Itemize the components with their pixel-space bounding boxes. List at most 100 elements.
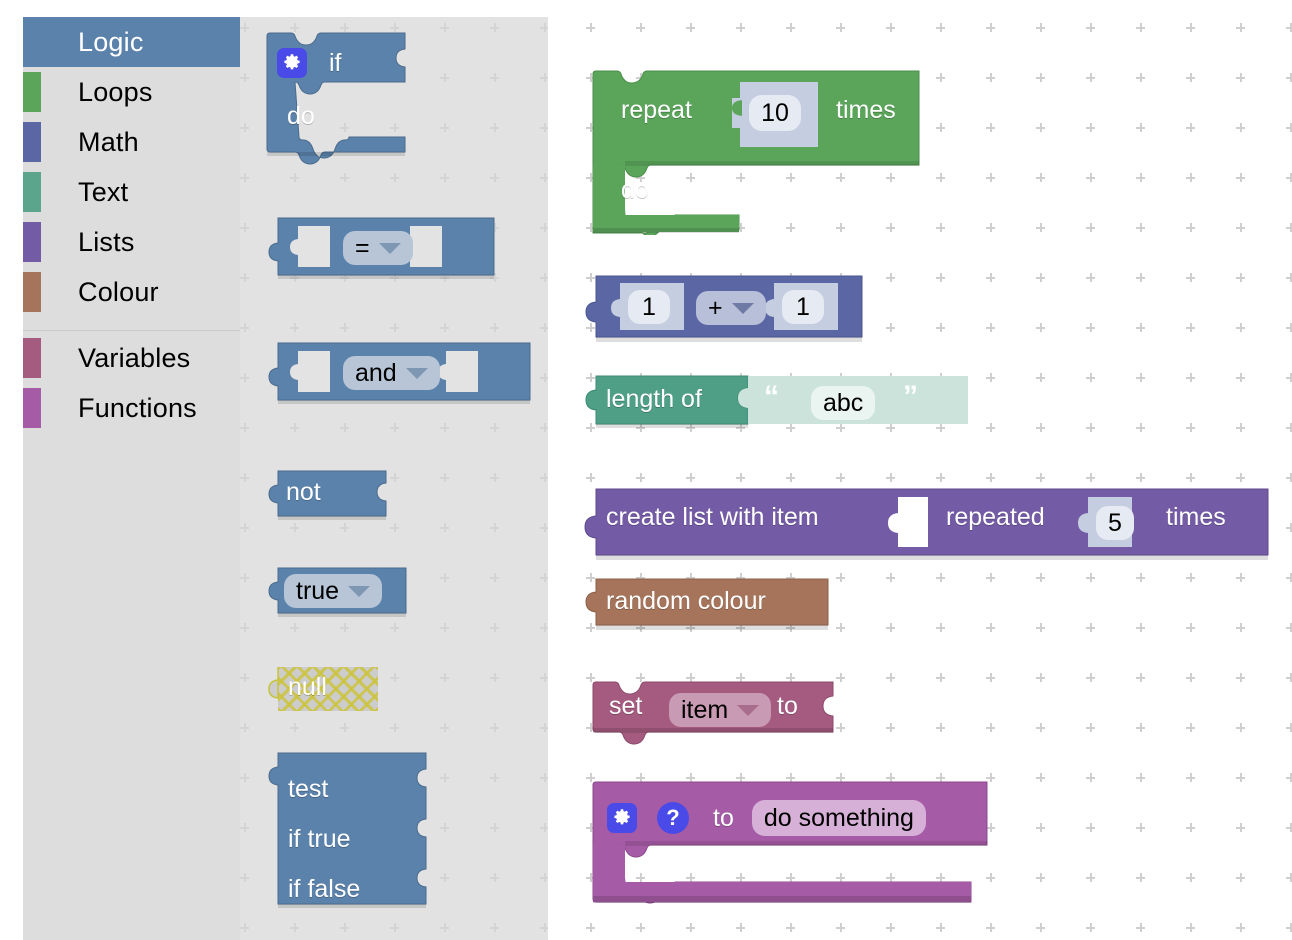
- block-shape: [268, 470, 387, 520]
- workspace-block-lists-repeat[interactable]: create list with item repeated 5 times: [576, 487, 1271, 567]
- chevron-down-icon: [405, 367, 428, 379]
- flyout-grid: [240, 17, 548, 940]
- chevron-down-icon: [737, 704, 760, 716]
- if-label: if: [329, 48, 342, 77]
- category-colour-swatch-loops: [23, 72, 41, 112]
- workspace-block-repeat[interactable]: repeat 10 times do: [591, 70, 926, 237]
- toolbox-category-label: Lists: [78, 226, 135, 257]
- variable-name: item: [681, 695, 729, 724]
- toolbox-category-colour[interactable]: Colour: [23, 267, 240, 317]
- workspace-block-colour-random[interactable]: random colour: [576, 577, 836, 632]
- operator-label: =: [355, 233, 370, 262]
- flyout-block-logic-compare[interactable]: =: [258, 217, 498, 282]
- toolbox-category-loops[interactable]: Loops: [23, 67, 240, 117]
- toolbox-category-variables[interactable]: Variables: [23, 333, 240, 383]
- operator-dropdown-logic[interactable]: and: [343, 356, 440, 390]
- repeated-label: repeated: [946, 503, 1045, 531]
- category-colour-swatch-lists: [23, 222, 41, 262]
- help-icon[interactable]: ?: [657, 802, 689, 834]
- null-label: null: [288, 673, 327, 701]
- ternary-iffalse-label: if false: [288, 875, 361, 903]
- category-colour-swatch-text: [23, 172, 41, 212]
- repeat-count-field[interactable]: 10: [749, 95, 801, 131]
- list-repeat-count-value: 5: [1108, 508, 1122, 537]
- math-right-operand-field[interactable]: 1: [782, 290, 824, 324]
- chevron-down-icon: [348, 585, 371, 597]
- times-label: times: [1166, 503, 1226, 531]
- toolbox-category-logic[interactable]: Logic: [23, 17, 240, 67]
- toolbox[interactable]: Logic Loops Math Text Lists Colour Varia…: [23, 17, 240, 940]
- boolean-value: true: [296, 576, 340, 605]
- flyout-block-logic-boolean[interactable]: true: [258, 567, 413, 622]
- toolbox-category-lists[interactable]: Lists: [23, 217, 240, 267]
- text-string-value: abc: [823, 388, 864, 417]
- block-shape: [268, 752, 427, 908]
- toolbox-category-text[interactable]: Text: [23, 167, 240, 217]
- workspace-canvas[interactable]: repeat 10 times do: [548, 17, 1292, 940]
- workspace-block-procedure-def[interactable]: ? to do something: [591, 780, 991, 910]
- to-label: to: [713, 803, 734, 832]
- ternary-test-label: test: [288, 775, 329, 803]
- category-colour-swatch-variables: [23, 338, 41, 378]
- category-colour-swatch-math: [23, 122, 41, 162]
- to-label: to: [777, 692, 798, 720]
- category-colour-swatch-colour: [23, 272, 41, 312]
- do-label: do: [287, 102, 315, 130]
- flyout-block-controls-if[interactable]: if do: [265, 32, 440, 167]
- workspace-block-text-length[interactable]: length of “ abc ”: [576, 374, 971, 434]
- ternary-iftrue-label: if true: [288, 825, 351, 853]
- quote-close-icon: ”: [903, 380, 918, 413]
- if-row: if: [277, 48, 342, 78]
- not-label: not: [286, 478, 321, 506]
- block-shape: [268, 342, 531, 404]
- list-repeat-count-field[interactable]: 5: [1096, 506, 1134, 540]
- quote-open-icon: “: [764, 380, 779, 413]
- workspace-block-math-arithmetic[interactable]: 1 + 1: [576, 275, 866, 345]
- boolean-dropdown[interactable]: true: [284, 574, 383, 608]
- chevron-down-icon: [731, 302, 754, 314]
- procedure-name-value: do something: [763, 803, 914, 832]
- toolbox-flyout[interactable]: if do =: [240, 17, 548, 940]
- toolbox-category-functions[interactable]: Functions: [23, 383, 240, 433]
- text-string-field[interactable]: abc: [811, 386, 876, 420]
- toolbox-category-label: Functions: [78, 392, 197, 423]
- repeat-count-value: 10: [761, 98, 789, 127]
- toolbox-category-label: Loops: [78, 76, 153, 107]
- times-label: times: [836, 96, 896, 124]
- operator-dropdown-compare[interactable]: =: [343, 231, 413, 265]
- workspace-block-variables-set[interactable]: set item to: [591, 680, 841, 745]
- procedure-name-field[interactable]: do something: [751, 800, 926, 836]
- do-row: do: [287, 104, 315, 129]
- toolbox-category-math[interactable]: Math: [23, 117, 240, 167]
- flyout-block-logic-null[interactable]: null: [258, 665, 383, 717]
- random-colour-label: random colour: [606, 587, 766, 615]
- gear-icon[interactable]: [607, 803, 637, 833]
- gear-glyph: [284, 54, 300, 70]
- block-shape: [585, 578, 829, 630]
- category-colour-swatch-logic: [23, 22, 41, 62]
- gear-glyph: [614, 809, 630, 825]
- set-label: set: [609, 692, 643, 720]
- variable-dropdown[interactable]: item: [669, 693, 772, 727]
- flyout-block-logic-operation[interactable]: and: [258, 342, 538, 407]
- repeat-label: repeat: [621, 96, 692, 124]
- toolbox-category-label: Logic: [78, 26, 144, 57]
- operator-label: and: [355, 358, 397, 387]
- math-right-value: 1: [796, 292, 810, 321]
- toolbox-category-label: Math: [78, 126, 139, 157]
- math-operator-dropdown[interactable]: +: [696, 291, 766, 325]
- toolbox-category-label: Variables: [78, 342, 191, 373]
- block-shape: [592, 70, 920, 237]
- flyout-block-logic-ternary[interactable]: test if true if false: [258, 752, 438, 912]
- toolbox-category-label: Text: [78, 176, 129, 207]
- math-operator-label: +: [708, 293, 723, 322]
- gear-icon[interactable]: [277, 48, 307, 78]
- length-of-label: length of: [606, 385, 702, 413]
- block-shape: [268, 667, 279, 699]
- math-left-value: 1: [642, 292, 656, 321]
- flyout-block-logic-negate[interactable]: not: [258, 470, 393, 525]
- math-left-operand-field[interactable]: 1: [628, 290, 670, 324]
- create-list-label: create list with item: [606, 503, 819, 531]
- toolbox-separator: [23, 330, 240, 331]
- disabled-hatch-pattern: [278, 667, 378, 711]
